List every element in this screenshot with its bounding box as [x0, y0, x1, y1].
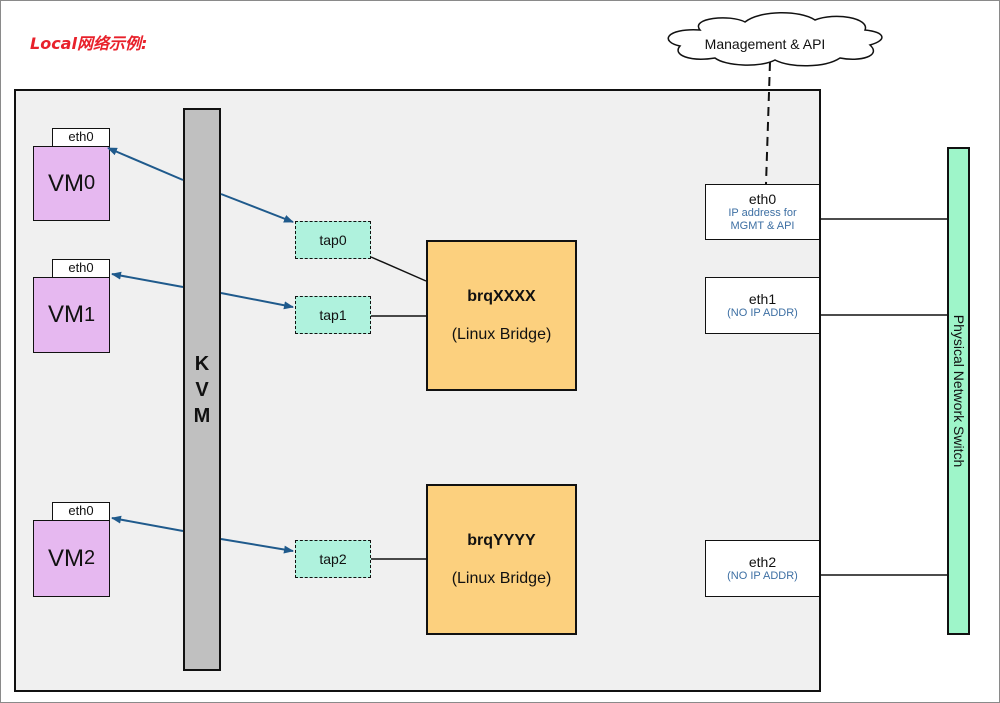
- compute-host: [14, 89, 821, 692]
- tap0-interface[interactable]: tap0: [295, 221, 371, 259]
- bridge-brqxxxx-type: (Linux Bridge): [451, 325, 552, 343]
- host-nic-eth2[interactable]: eth2 (NO IP ADDR): [705, 540, 820, 597]
- physical-network-switch-label: Physical Network Switch: [950, 314, 967, 468]
- host-nic-eth1-name: eth1: [748, 291, 777, 307]
- kvm-letter-v: V: [195, 378, 209, 401]
- vm1-name: VM: [47, 301, 84, 328]
- tap2-interface[interactable]: tap2: [295, 540, 371, 578]
- kvm-letter-m: M: [193, 404, 211, 427]
- host-nic-eth0-desc-2: MGMT & API: [730, 220, 795, 232]
- host-nic-eth0[interactable]: eth0 IP address for MGMT & API: [705, 184, 820, 240]
- vm1-index: 1: [83, 303, 96, 326]
- host-nic-eth0-name: eth0: [748, 191, 777, 207]
- bridge-brqyyyy[interactable]: brqYYYY (Linux Bridge): [426, 484, 577, 635]
- vm0-eth0-tag[interactable]: eth0: [52, 128, 110, 147]
- management-cloud-label: Management & API: [704, 36, 826, 52]
- host-nic-eth1-desc: (NO IP ADDR): [727, 307, 798, 319]
- kvm-letter-k: K: [194, 352, 210, 375]
- bridge-brqxxxx-name: brqXXXX: [467, 287, 536, 305]
- bridge-brqxxxx[interactable]: brqXXXX (Linux Bridge): [426, 240, 577, 391]
- host-nic-eth1[interactable]: eth1 (NO IP ADDR): [705, 277, 820, 334]
- kvm-hypervisor-bar[interactable]: K V M: [183, 108, 221, 671]
- host-nic-eth0-desc-1: IP address for: [728, 207, 797, 219]
- physical-network-switch[interactable]: Physical Network Switch: [947, 147, 970, 635]
- vm0-name: VM: [47, 169, 84, 197]
- management-cloud-shape: [667, 12, 883, 67]
- bridge-brqyyyy-name: brqYYYY: [467, 531, 536, 549]
- vm0-index: 0: [83, 172, 96, 194]
- tap1-interface[interactable]: tap1: [295, 296, 371, 334]
- vm2-index: 2: [83, 547, 96, 569]
- diagram-title: Local网络示例:: [30, 34, 148, 53]
- vm2-name: VM: [47, 544, 84, 572]
- vm2-eth0-tag[interactable]: eth0: [52, 502, 110, 521]
- host-nic-eth2-name: eth2: [748, 554, 777, 570]
- vm1-eth0-tag[interactable]: eth0: [52, 259, 110, 278]
- host-nic-eth2-desc: (NO IP ADDR): [727, 570, 798, 582]
- bridge-brqyyyy-type: (Linux Bridge): [451, 569, 552, 587]
